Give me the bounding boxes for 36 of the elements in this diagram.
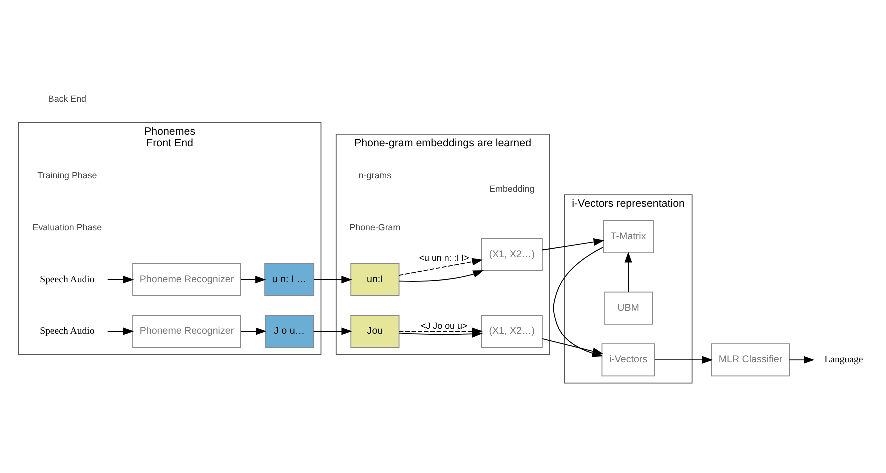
node-box: (X1, X2…) [481, 314, 543, 348]
arrow [107, 327, 134, 335]
label: n-grams [358, 170, 392, 180]
arrow [398, 327, 484, 335]
node-text: Speech Audio [40, 274, 95, 285]
label: Back End [48, 93, 87, 104]
arrow [240, 327, 267, 335]
node-box: J o u… [265, 314, 314, 348]
label: Embedding [490, 183, 535, 194]
arrow [398, 258, 484, 276]
arrow [624, 252, 632, 292]
label: Evaluation Phase [32, 222, 102, 232]
edge-label: <J Jo ou u> [421, 320, 468, 330]
node-box: un:I [350, 262, 400, 296]
node-box: MLR Classifier [712, 343, 790, 376]
node-box: Jou [350, 314, 400, 348]
node-box: Phoneme Recognizer [132, 314, 242, 348]
node-box: T-Matrix [603, 220, 654, 253]
arrow [314, 276, 352, 284]
arrow [789, 356, 815, 364]
arrow [313, 327, 352, 335]
label: Phone-Gram [350, 222, 401, 232]
node-box: i-Vectors [602, 343, 656, 376]
label: Training Phase [38, 170, 98, 180]
arrow [398, 270, 484, 282]
arrow [542, 238, 605, 250]
node-box: Phoneme Recognizer [132, 262, 242, 296]
node-box: UBM [604, 291, 654, 324]
node-box: (X1, X2…) [481, 238, 543, 271]
arrow [240, 276, 266, 284]
node-text: Language [824, 354, 864, 366]
node-text: Speech Audio [40, 326, 95, 337]
arrow [107, 276, 134, 284]
node-box: u n: I … [264, 262, 315, 296]
arrow [654, 356, 714, 364]
edge-label: <u un n: :I I> [419, 252, 470, 263]
